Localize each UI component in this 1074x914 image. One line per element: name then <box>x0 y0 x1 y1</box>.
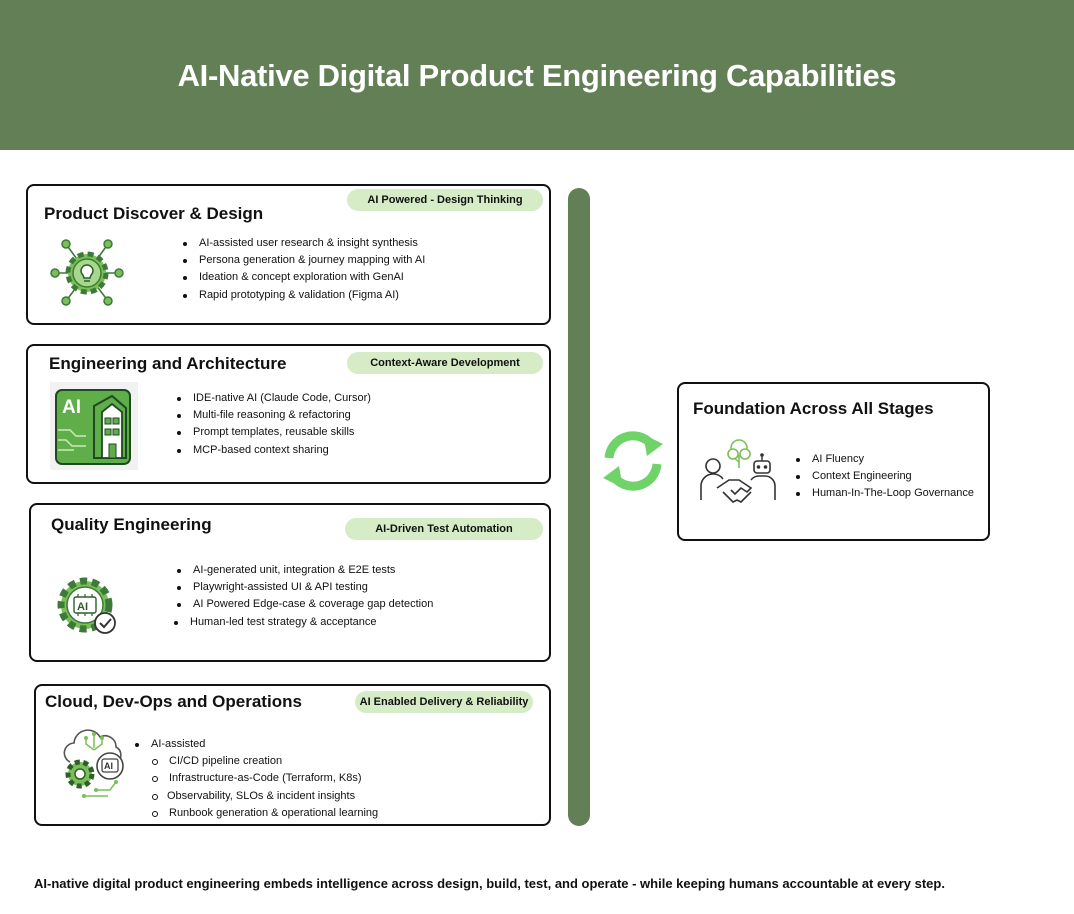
list-item: CI/CD pipeline creation <box>129 753 378 770</box>
card-foundation: Foundation Across All Stages AI Fluency … <box>677 382 990 541</box>
list-item: Context Engineering <box>790 468 974 485</box>
card-badge: AI Powered - Design Thinking <box>347 189 543 211</box>
card-title: Product Discover & Design <box>44 204 264 223</box>
ai-gear-check-icon: AI <box>55 575 119 642</box>
card-engineering-architecture: Engineering and Architecture Context-Awa… <box>26 344 551 484</box>
list-item: AI Fluency <box>790 451 974 468</box>
list-item: IDE-native AI (Claude Code, Cursor) <box>171 390 371 407</box>
card-badge: Context-Aware Development <box>347 352 543 374</box>
card-title: Cloud, Dev-Ops and Operations <box>45 692 302 711</box>
card-badge: AI-Driven Test Automation <box>345 518 543 540</box>
cloud-gear-ai-icon: AI <box>56 726 132 809</box>
page-title: AI-Native Digital Product Engineering Ca… <box>177 58 897 93</box>
list-item: AI-generated unit, integration & E2E tes… <box>171 562 433 579</box>
bullet-list: AI Fluency Context Engineering Human-In-… <box>790 451 974 503</box>
vertical-connector-bar <box>568 188 590 826</box>
card-product-discover-design: Product Discover & Design AI Powered - D… <box>26 184 551 325</box>
bullet-list: AI-assisted CI/CD pipeline creation Infr… <box>129 736 378 822</box>
icon-ai-label: AI <box>104 761 113 771</box>
lightbulb-gear-icon <box>50 238 124 313</box>
card-title: Foundation Across All Stages <box>693 399 934 418</box>
human-robot-handshake-icon <box>697 438 779 523</box>
bullet-list: AI-assisted user research & insight synt… <box>177 235 425 304</box>
list-item: Infrastructure-as-Code (Terraform, K8s) <box>129 770 378 787</box>
list-item: Observability, SLOs & incident insights <box>129 788 378 805</box>
card-quality-engineering: Quality Engineering AI-Driven Test Autom… <box>29 503 551 662</box>
ai-building-icon: AI <box>50 382 138 475</box>
bullet-list: IDE-native AI (Claude Code, Cursor) Mult… <box>171 390 371 459</box>
list-item: Ideation & concept exploration with GenA… <box>177 269 425 286</box>
list-item: Rapid prototyping & validation (Figma AI… <box>177 287 425 304</box>
list-item: AI-assisted user research & insight synt… <box>177 235 425 252</box>
list-item: Runbook generation & operational learnin… <box>129 805 378 822</box>
refresh-cycle-icon <box>599 428 667 499</box>
card-badge: AI Enabled Delivery & Reliability <box>355 691 533 713</box>
list-item: AI Powered Edge-case & coverage gap dete… <box>171 596 433 613</box>
footer-statement: AI-native digital product engineering em… <box>34 876 945 891</box>
list-item: MCP-based context sharing <box>171 442 371 459</box>
card-cloud-devops-operations: Cloud, Dev-Ops and Operations AI Enabled… <box>34 684 551 826</box>
icon-ai-label: AI <box>77 601 88 613</box>
list-item: Persona generation & journey mapping wit… <box>177 252 425 269</box>
bullet-list: AI-generated unit, integration & E2E tes… <box>171 562 433 631</box>
card-title: Engineering and Architecture <box>49 354 287 373</box>
card-title: Quality Engineering <box>51 515 212 534</box>
list-item: Multi-file reasoning & refactoring <box>171 407 371 424</box>
list-item: Human-led test strategy & acceptance <box>168 614 433 631</box>
list-item: Playwright-assisted UI & API testing <box>171 579 433 596</box>
list-item: AI-assisted <box>129 736 378 753</box>
list-item: Human-In-The-Loop Governance <box>790 485 974 502</box>
icon-ai-label: AI <box>62 397 81 418</box>
list-item: Prompt templates, reusable skills <box>171 424 371 441</box>
header-banner: AI-Native Digital Product Engineering Ca… <box>0 0 1074 150</box>
